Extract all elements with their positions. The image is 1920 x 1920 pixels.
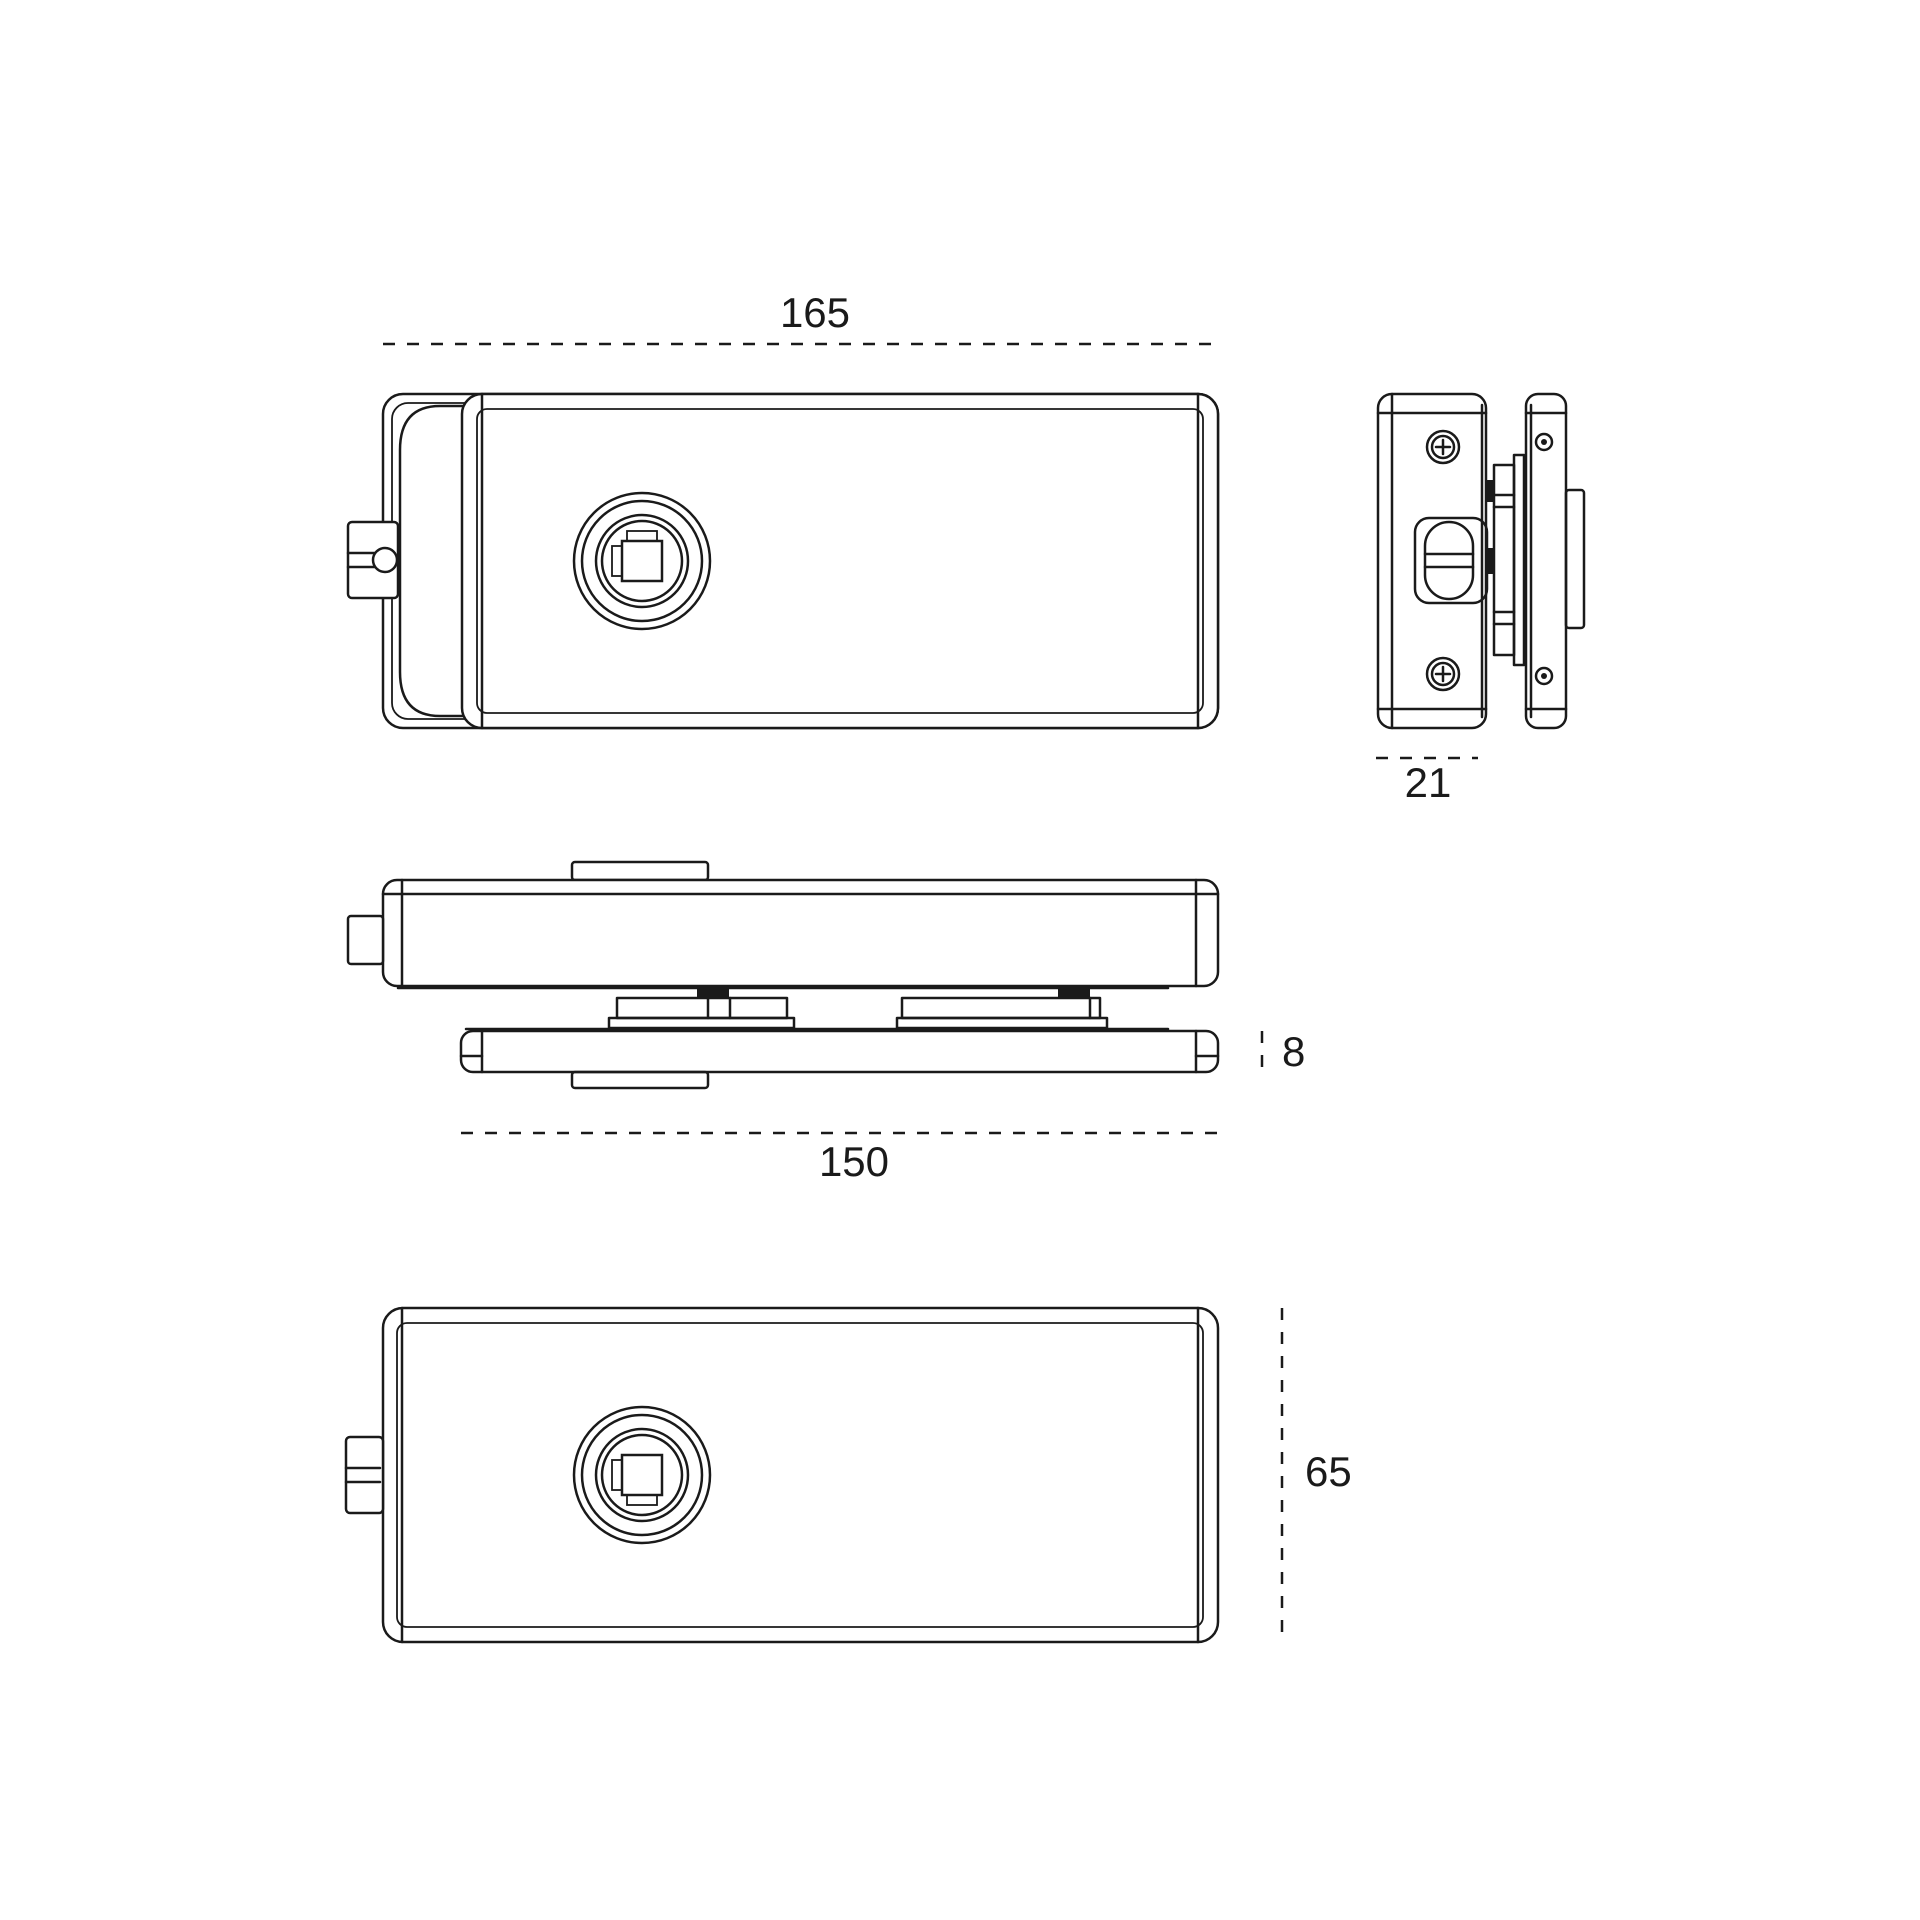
cylinder-key-slot — [620, 539, 664, 583]
bottom-cylinder-ring-mid — [580, 1413, 704, 1537]
latch-bolt-hole — [371, 546, 399, 574]
screw-top-icon — [1425, 429, 1461, 465]
plan-clamp-right-base — [895, 1016, 1109, 1030]
front-view-top: 165 — [346, 289, 1220, 730]
bottom-cylinder-ring-outer — [572, 1405, 712, 1545]
bottom-cylinder-ring-inner — [594, 1427, 690, 1523]
screw-top-cross — [1434, 438, 1452, 456]
cylinder-core — [600, 519, 684, 603]
plan-knob-top — [570, 860, 710, 882]
cylinder-ring-mid — [580, 499, 704, 623]
side-latch-pill — [1423, 520, 1475, 601]
bottom-latch — [344, 1435, 385, 1515]
bottom-body-inner — [396, 1322, 1204, 1628]
bottom-body — [381, 1306, 1220, 1644]
screw-bottom-icon — [1425, 656, 1461, 692]
plan-knob-bottom — [570, 1070, 710, 1090]
plan-body-upper — [381, 878, 1220, 988]
side-mount-block-inner — [1512, 453, 1526, 667]
side-spring-mid — [1486, 548, 1494, 574]
side-plate-pin-top-core — [1541, 439, 1547, 445]
plan-clamp-left-base — [607, 1016, 796, 1030]
lock-body-back-curve — [398, 404, 480, 718]
side-cylinder-knob — [1564, 488, 1586, 630]
plan-clamp-left-block — [615, 996, 789, 1020]
bottom-cylinder-key-slot-left — [611, 1459, 623, 1491]
bottom-cylinder-core — [600, 1433, 684, 1517]
plan-spring-right — [1058, 987, 1090, 997]
front-view-bottom: 65 — [344, 1306, 1352, 1644]
side-plate-pin-bottom — [1534, 666, 1554, 686]
plan-spring-left — [697, 987, 729, 997]
lock-cover-front — [460, 392, 1220, 730]
dimension-label-150: 150 — [819, 1138, 889, 1185]
cylinder-ring-inner — [594, 513, 690, 609]
dimension-label-8: 8 — [1282, 1028, 1305, 1075]
dimension-label-21: 21 — [1405, 759, 1452, 806]
plan-clamp-right-block — [900, 996, 1102, 1020]
plan-view-middle: 8 150 — [346, 860, 1305, 1185]
dimension-label-165: 165 — [780, 289, 850, 336]
side-plate-pin-bottom-core — [1541, 673, 1547, 679]
bottom-cylinder-key-slot-bottom — [626, 1494, 658, 1506]
side-spring-top — [1486, 480, 1494, 502]
plan-latch — [346, 914, 385, 966]
cylinder-key-slot-left — [611, 545, 623, 577]
dimension-label-65: 65 — [1305, 1448, 1352, 1495]
bottom-cylinder-key-slot — [620, 1453, 664, 1497]
plan-plate-lower — [459, 1029, 1220, 1074]
screw-top-inner — [1430, 434, 1456, 460]
cylinder-ring-outer — [572, 491, 712, 631]
cylinder-key-slot-top — [626, 530, 658, 542]
side-view: 21 — [1376, 392, 1586, 806]
screw-bottom-inner — [1430, 661, 1456, 687]
side-plate-pin-top — [1534, 432, 1554, 452]
screw-bottom-cross — [1434, 665, 1452, 683]
side-mount-block — [1492, 463, 1516, 657]
lock-cover-front-inner — [476, 408, 1204, 714]
